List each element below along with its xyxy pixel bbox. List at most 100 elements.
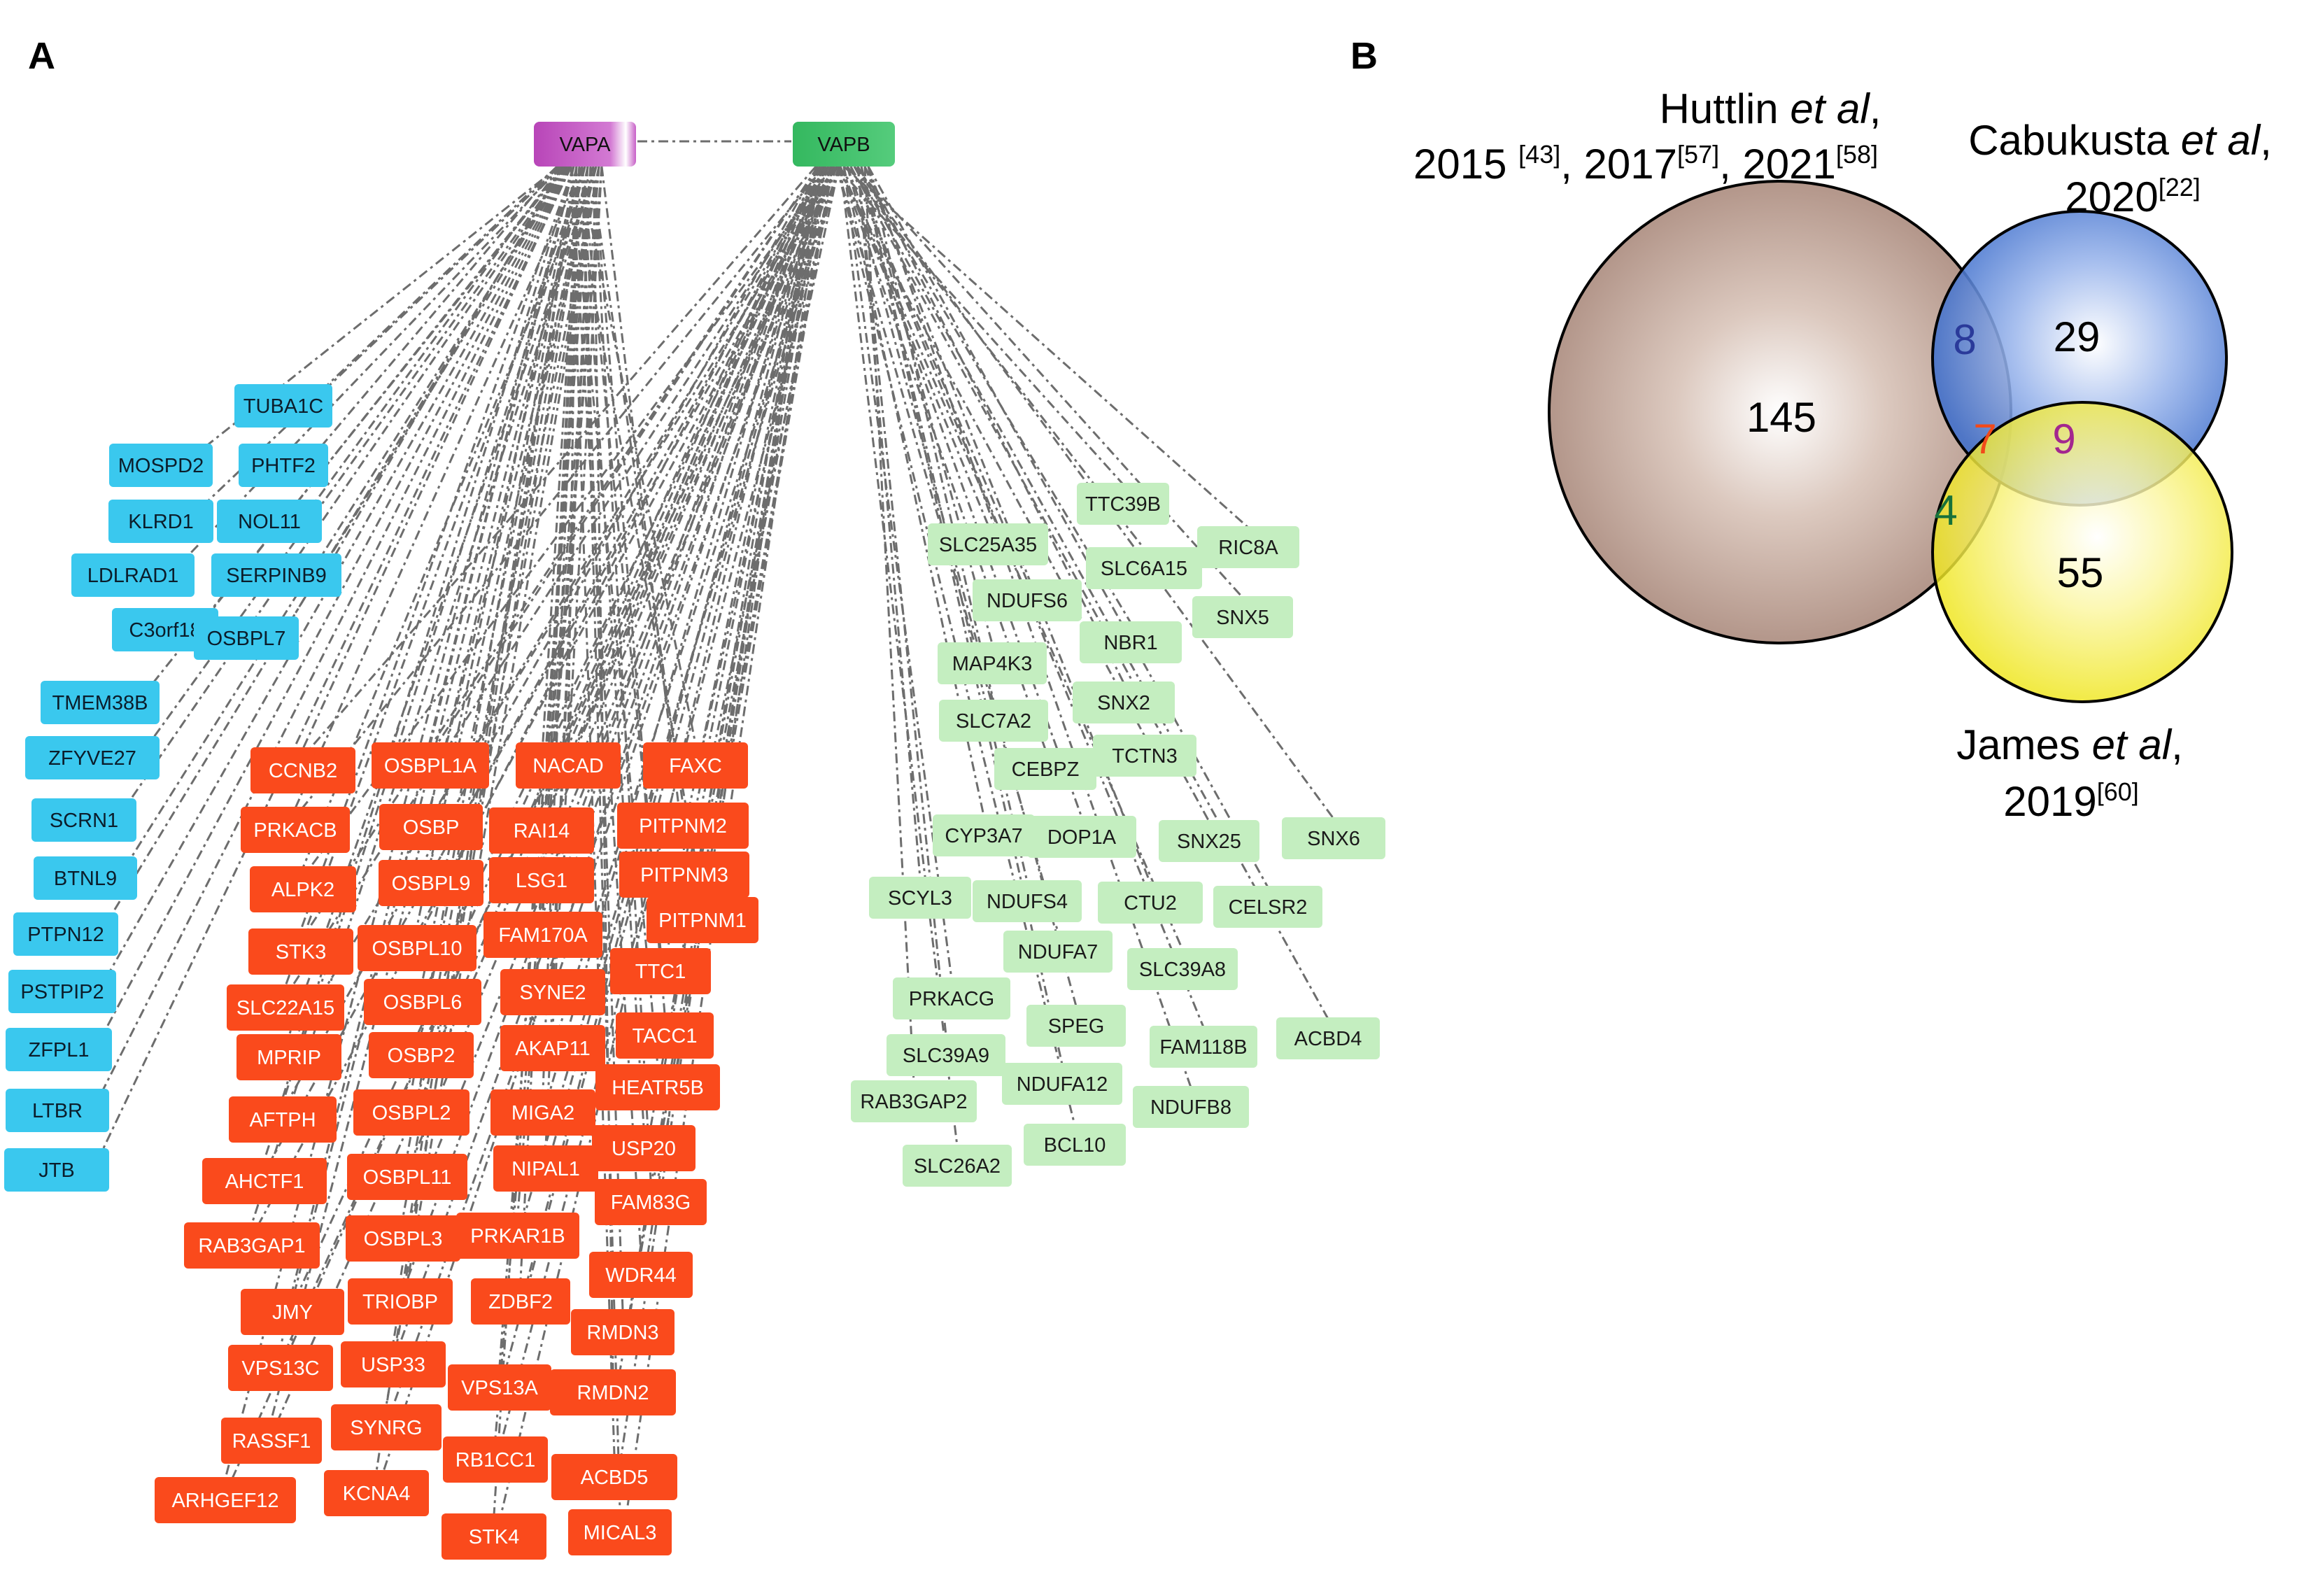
node-label: NOL11 xyxy=(238,511,301,533)
node-label: AFTPH xyxy=(249,1109,316,1131)
node-label: ACBD5 xyxy=(581,1467,649,1489)
interaction-edge xyxy=(270,166,598,1420)
shared-interactor-node: USP33 xyxy=(341,1341,446,1387)
node-box xyxy=(379,804,483,850)
shared-interactor-node: ACBD5 xyxy=(551,1454,677,1500)
node-label: PSTPIP2 xyxy=(20,981,104,1003)
node-label: KCNA4 xyxy=(343,1483,411,1505)
node-box xyxy=(619,852,749,898)
venn-count-huttlin-james: 4 xyxy=(1934,487,1957,534)
node-box xyxy=(324,1470,429,1516)
venn-label-james-line1: James et al, xyxy=(1956,721,2182,768)
node-label: TUBA1C xyxy=(243,395,323,418)
vapb-interactor-node: NBR1 xyxy=(1080,621,1182,663)
node-label: ALPK2 xyxy=(271,879,334,901)
vapb-interactor-node: SPEG xyxy=(1026,1005,1126,1047)
node-box xyxy=(1213,886,1322,928)
node-box xyxy=(643,742,748,789)
node-label: RIC8A xyxy=(1218,537,1278,559)
interaction-edge xyxy=(299,166,575,931)
node-label: ZFYVE27 xyxy=(48,747,136,770)
vapa-interactor-node: BTNL9 xyxy=(34,856,137,900)
vapb-interactor-node: SLC26A2 xyxy=(903,1145,1012,1187)
venn-diagram: Huttlin et al, 2015 [43], 2017[57], 2021… xyxy=(1413,85,2272,825)
node-label: SNX2 xyxy=(1097,692,1150,714)
vapa-interactor-node: PTPN12 xyxy=(13,912,118,956)
node-box xyxy=(571,1309,675,1355)
node-box xyxy=(471,1278,570,1325)
node-label: PTPN12 xyxy=(27,924,104,946)
vapb-interactor-node: SLC39A9 xyxy=(887,1034,1005,1076)
node-label: NDUFB8 xyxy=(1150,1096,1231,1119)
node-box xyxy=(456,1213,579,1259)
node-label: NDUFA12 xyxy=(1017,1073,1108,1096)
node-label: ZFPL1 xyxy=(28,1039,89,1061)
node-label: OSBPL6 xyxy=(383,991,462,1014)
interaction-edge xyxy=(101,166,572,1152)
shared-interactor-node: OSBPL1A xyxy=(372,742,489,789)
vapb-interactor-node: SNX25 xyxy=(1159,820,1259,862)
interaction-edge xyxy=(399,166,830,1343)
vapa-interactor-node: ZFYVE27 xyxy=(25,736,160,779)
node-box xyxy=(448,1364,551,1411)
node-box xyxy=(493,1145,598,1192)
shared-interactor-node: KCNA4 xyxy=(324,1470,429,1516)
node-box xyxy=(1002,1063,1122,1105)
node-label: TMEM38B xyxy=(52,692,148,714)
interaction-edge xyxy=(863,166,915,1082)
shared-interactor-node: AKAP11 xyxy=(500,1025,605,1071)
shared-interactor-node: RAB3GAP1 xyxy=(184,1222,320,1269)
shared-interactor-node: STK3 xyxy=(248,928,353,975)
vapa-interactor-node: SERPINB9 xyxy=(211,553,341,597)
node-box xyxy=(364,979,481,1025)
shared-interactor-node: MIGA2 xyxy=(490,1089,595,1136)
node-label: OSBPL2 xyxy=(372,1102,451,1124)
node-label: SLC39A9 xyxy=(903,1045,989,1067)
node-box xyxy=(939,700,1048,742)
node-label: HEATR5B xyxy=(612,1077,704,1099)
shared-interactor-node: FAM83G xyxy=(595,1179,707,1225)
node-label: RASSF1 xyxy=(232,1430,311,1453)
node-box xyxy=(234,384,332,428)
node-box xyxy=(1027,816,1136,858)
interaction-edge xyxy=(494,166,603,1439)
interaction-edge xyxy=(846,166,1078,1007)
node-label: RAB3GAP2 xyxy=(860,1091,967,1113)
node-label: SLC26A2 xyxy=(914,1155,1001,1178)
shared-interactor-node: PRKAR1B xyxy=(456,1213,579,1259)
node-label: ZDBF2 xyxy=(488,1291,553,1313)
venn-circle-james xyxy=(1931,401,2233,703)
node-box xyxy=(595,1064,720,1110)
node-label: SLC7A2 xyxy=(956,710,1031,733)
node-box xyxy=(1080,621,1182,663)
node-label: FAM118B xyxy=(1159,1036,1247,1059)
shared-interactor-node: CCNB2 xyxy=(250,747,355,793)
node-box xyxy=(1127,948,1238,990)
node-box xyxy=(933,814,1035,856)
node-label: OSBP xyxy=(403,817,460,839)
node-box xyxy=(1133,1086,1249,1128)
node-box xyxy=(241,807,350,853)
interaction-edge xyxy=(863,166,1125,684)
node-label: FAM170A xyxy=(498,924,588,947)
venn-label-huttlin-line2: 2015 [43], 2017[57], 2021[58] xyxy=(1413,140,1878,188)
node-label: RAI14 xyxy=(514,820,570,842)
vapb-interactor-node: MAP4K3 xyxy=(938,642,1047,684)
node-label: VAPB xyxy=(817,134,870,156)
node-box xyxy=(568,1509,672,1555)
shared-interactor-node: TRIOBP xyxy=(348,1278,453,1325)
node-label: PRKACB xyxy=(253,819,337,842)
vapb-interactor-node: SNX6 xyxy=(1282,817,1385,859)
vapb-interactor-node: NDUFB8 xyxy=(1133,1086,1249,1128)
node-label: CCNB2 xyxy=(269,760,337,782)
vapa-interactor-node: SCRN1 xyxy=(31,798,136,842)
node-label: JMY xyxy=(272,1301,313,1324)
vapb-interactor-node: SLC7A2 xyxy=(939,700,1048,742)
node-box xyxy=(31,798,136,842)
hub-node-vapb: VAPB xyxy=(793,122,895,167)
node-box xyxy=(109,444,213,487)
node-label: TACC1 xyxy=(633,1025,698,1047)
shared-interactor-node: ALPK2 xyxy=(250,866,356,912)
